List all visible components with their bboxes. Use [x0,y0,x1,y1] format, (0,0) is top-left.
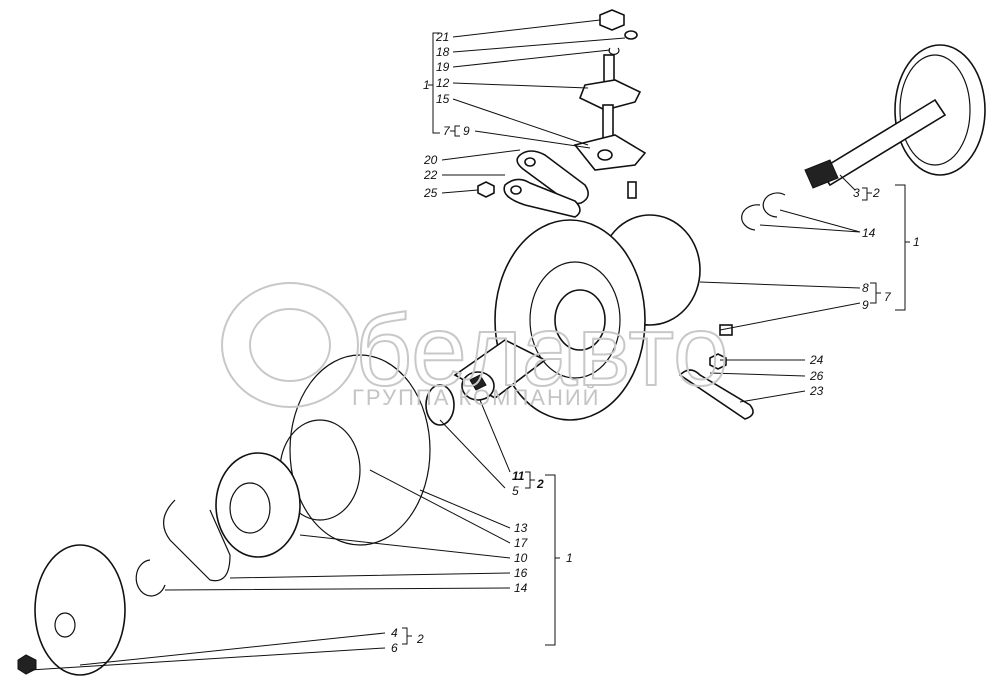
group-label: 2 [416,632,424,646]
bearing-housing [453,214,754,421]
label: 9 [862,298,869,312]
retaining-ring [762,192,786,218]
group-label: 1 [913,235,920,249]
turbine-shaft [804,44,986,189]
label: 3 [853,186,860,200]
group-label: 7 [884,290,892,304]
retaining-ring [741,204,761,231]
watermark-subtitle: ГРУППА КОМПАНИЙ [352,385,601,410]
label: 13 [514,521,528,535]
callout-labels: 21 18 19 12 15 1 7 9 20 22 25 3 2 14 1 8… [391,30,920,655]
o-ring-large [289,354,431,546]
label: 10 [514,551,528,565]
label: 8 [862,281,869,295]
label: 23 [809,384,824,398]
watermark-logo: белавто ГРУППА КОМПАНИЙ [221,282,730,410]
group-label: 1 [566,551,573,565]
label: 16 [514,566,528,580]
label: 26 [809,369,824,383]
label: 24 [809,353,824,367]
label: 6 [391,641,398,655]
group-label: 1 [423,78,430,92]
label: 12 [436,76,450,90]
label: 20 [423,153,438,167]
label: 18 [436,45,450,59]
label: 19 [436,60,450,74]
seal-plate [215,452,301,558]
spring-ring [163,499,231,582]
label: 17 [514,536,529,550]
label: 21 [435,30,449,44]
label: 11 [512,469,525,483]
label: 14 [862,226,876,240]
seal-bushing [425,384,455,426]
top-parts [573,9,647,199]
compressor-wheel [17,544,126,676]
group-label: 2 [536,477,544,491]
label: 4 [391,626,398,640]
watermark-text: белавто [355,295,729,407]
group-label: 2 [872,186,880,200]
group-label: 7 [443,124,451,138]
label: 9 [463,124,470,138]
label: 15 [436,92,450,106]
label: 22 [423,168,438,182]
leader-lines [29,19,910,671]
retaining-ring [135,559,166,597]
label: 5 [512,484,519,498]
label: 14 [514,581,528,595]
label: 25 [423,186,438,200]
lock-plates [477,150,589,218]
